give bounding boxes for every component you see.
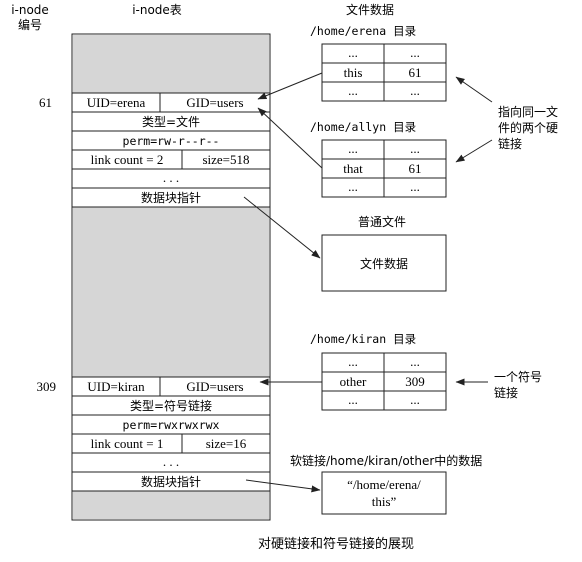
inode-309-uid: UID=kiran: [87, 379, 145, 394]
inode-number-header: i-node: [11, 3, 49, 17]
symlink-note: 一个符号 链接: [494, 369, 542, 400]
arrows: [243, 72, 493, 493]
dir-allyn-r0-name: ...: [348, 141, 358, 156]
symlink-data-line1: “/home/erena/: [347, 477, 421, 492]
inode-number-header-2: 编号: [18, 17, 42, 32]
dir-allyn-label: /home/allyn 目录: [310, 120, 416, 134]
inode-61-type: 类型=文件: [142, 114, 200, 129]
hardlink-note: 指向同一文 件的两个硬 链接: [498, 104, 558, 151]
symlink-data: 软链接/home/kiran/other中的数据 “/home/erena/ t…: [290, 453, 482, 515]
hardlink-note-line3: 链接: [498, 136, 522, 151]
symlink-note-line1: 一个符号: [494, 369, 542, 384]
arrow-inode61-to-filedata: [243, 196, 321, 259]
inode-61-gid: GID=users: [186, 95, 243, 110]
inode-61-size: size=518: [202, 152, 249, 167]
arrow-note-to-erena: [455, 76, 493, 103]
arrow-erena-to-inode61: [257, 72, 323, 100]
dir-erena-r0-name: ...: [348, 45, 358, 60]
regular-file: 普通文件 文件数据: [321, 214, 447, 292]
symlink-data-label: 软链接/home/kiran/other中的数据: [290, 453, 482, 468]
inode-309-data-pointer: 数据块指针: [141, 474, 201, 489]
inode-61: 61 UID=erena GID=users 类型=文件 perm=rw-r--…: [39, 92, 270, 208]
dir-allyn-entry-name: that: [343, 161, 363, 176]
dir-kiran-entry-name: other: [340, 374, 367, 389]
symlink-note-line2: 链接: [494, 385, 518, 400]
dir-allyn-entry-inode: 61: [409, 161, 422, 176]
inode-61-uid: UID=erena: [87, 95, 146, 110]
inode-309-gid: GID=users: [186, 379, 243, 394]
unused-region-bottom: [73, 491, 269, 519]
inode-309: 309 UID=kiran GID=users 类型=符号链接 perm=rwx…: [37, 376, 270, 492]
symlink-data-line2: this”: [372, 494, 397, 509]
unused-region-top: [73, 35, 269, 93]
inode-61-data-pointer: 数据块指针: [141, 190, 201, 205]
dir-erena-entry-inode: 61: [409, 65, 422, 80]
hardlink-note-line2: 件的两个硬: [498, 120, 558, 135]
inode-table-header: i-node表: [132, 3, 182, 17]
inode-61-link-count: link count = 2: [91, 152, 164, 167]
dir-erena-r2-name: ...: [348, 83, 358, 98]
inode-309-perm: perm=rwxrwxrwx: [123, 418, 220, 432]
arrow-allyn-to-inode61: [257, 107, 323, 169]
inode-309-ellipsis: . . .: [163, 454, 179, 469]
inode-309-number: 309: [37, 379, 57, 394]
dir-erena: /home/erena 目录 ... ... this 61 ... ...: [310, 24, 447, 102]
dir-erena-r2-inode: ...: [410, 83, 420, 98]
inode-309-link-count: link count = 1: [91, 436, 164, 451]
dir-allyn-r0-inode: ...: [410, 141, 420, 156]
hardlink-note-line1: 指向同一文: [498, 104, 558, 119]
dir-kiran-entry-inode: 309: [405, 374, 425, 389]
dir-erena-entry-name: this: [344, 65, 363, 80]
arrow-note-to-allyn: [455, 139, 493, 163]
dir-allyn-r2-inode: ...: [410, 179, 420, 194]
dir-kiran-r2-name: ...: [348, 392, 358, 407]
dir-kiran-r2-inode: ...: [410, 392, 420, 407]
dir-kiran-label: /home/kiran 目录: [310, 332, 416, 346]
dir-kiran-r0-name: ...: [348, 354, 358, 369]
inode-61-ellipsis: . . .: [163, 170, 179, 185]
dir-kiran: /home/kiran 目录 ... ... other 309 ... ...: [310, 332, 447, 411]
arrow-inode309-to-symlinkdata: [245, 479, 321, 493]
dir-allyn-r2-name: ...: [348, 179, 358, 194]
figure-caption: 对硬链接和符号链接的展现: [258, 536, 414, 552]
unused-region-middle: [73, 207, 269, 377]
regular-file-content: 文件数据: [360, 256, 408, 271]
inode-309-type: 类型=符号链接: [130, 398, 212, 413]
dir-kiran-r0-inode: ...: [410, 354, 420, 369]
inode-61-perm: perm=rw-r--r--: [123, 134, 220, 148]
dir-erena-r0-inode: ...: [410, 45, 420, 60]
dir-allyn: /home/allyn 目录 ... ... that 61 ... ...: [310, 120, 447, 198]
file-data-header: 文件数据: [346, 2, 394, 17]
inode-table: [71, 33, 271, 521]
dir-erena-label: /home/erena 目录: [310, 24, 416, 38]
inode-61-number: 61: [39, 95, 52, 110]
regular-file-label: 普通文件: [358, 214, 406, 229]
inode-309-size: size=16: [206, 436, 247, 451]
